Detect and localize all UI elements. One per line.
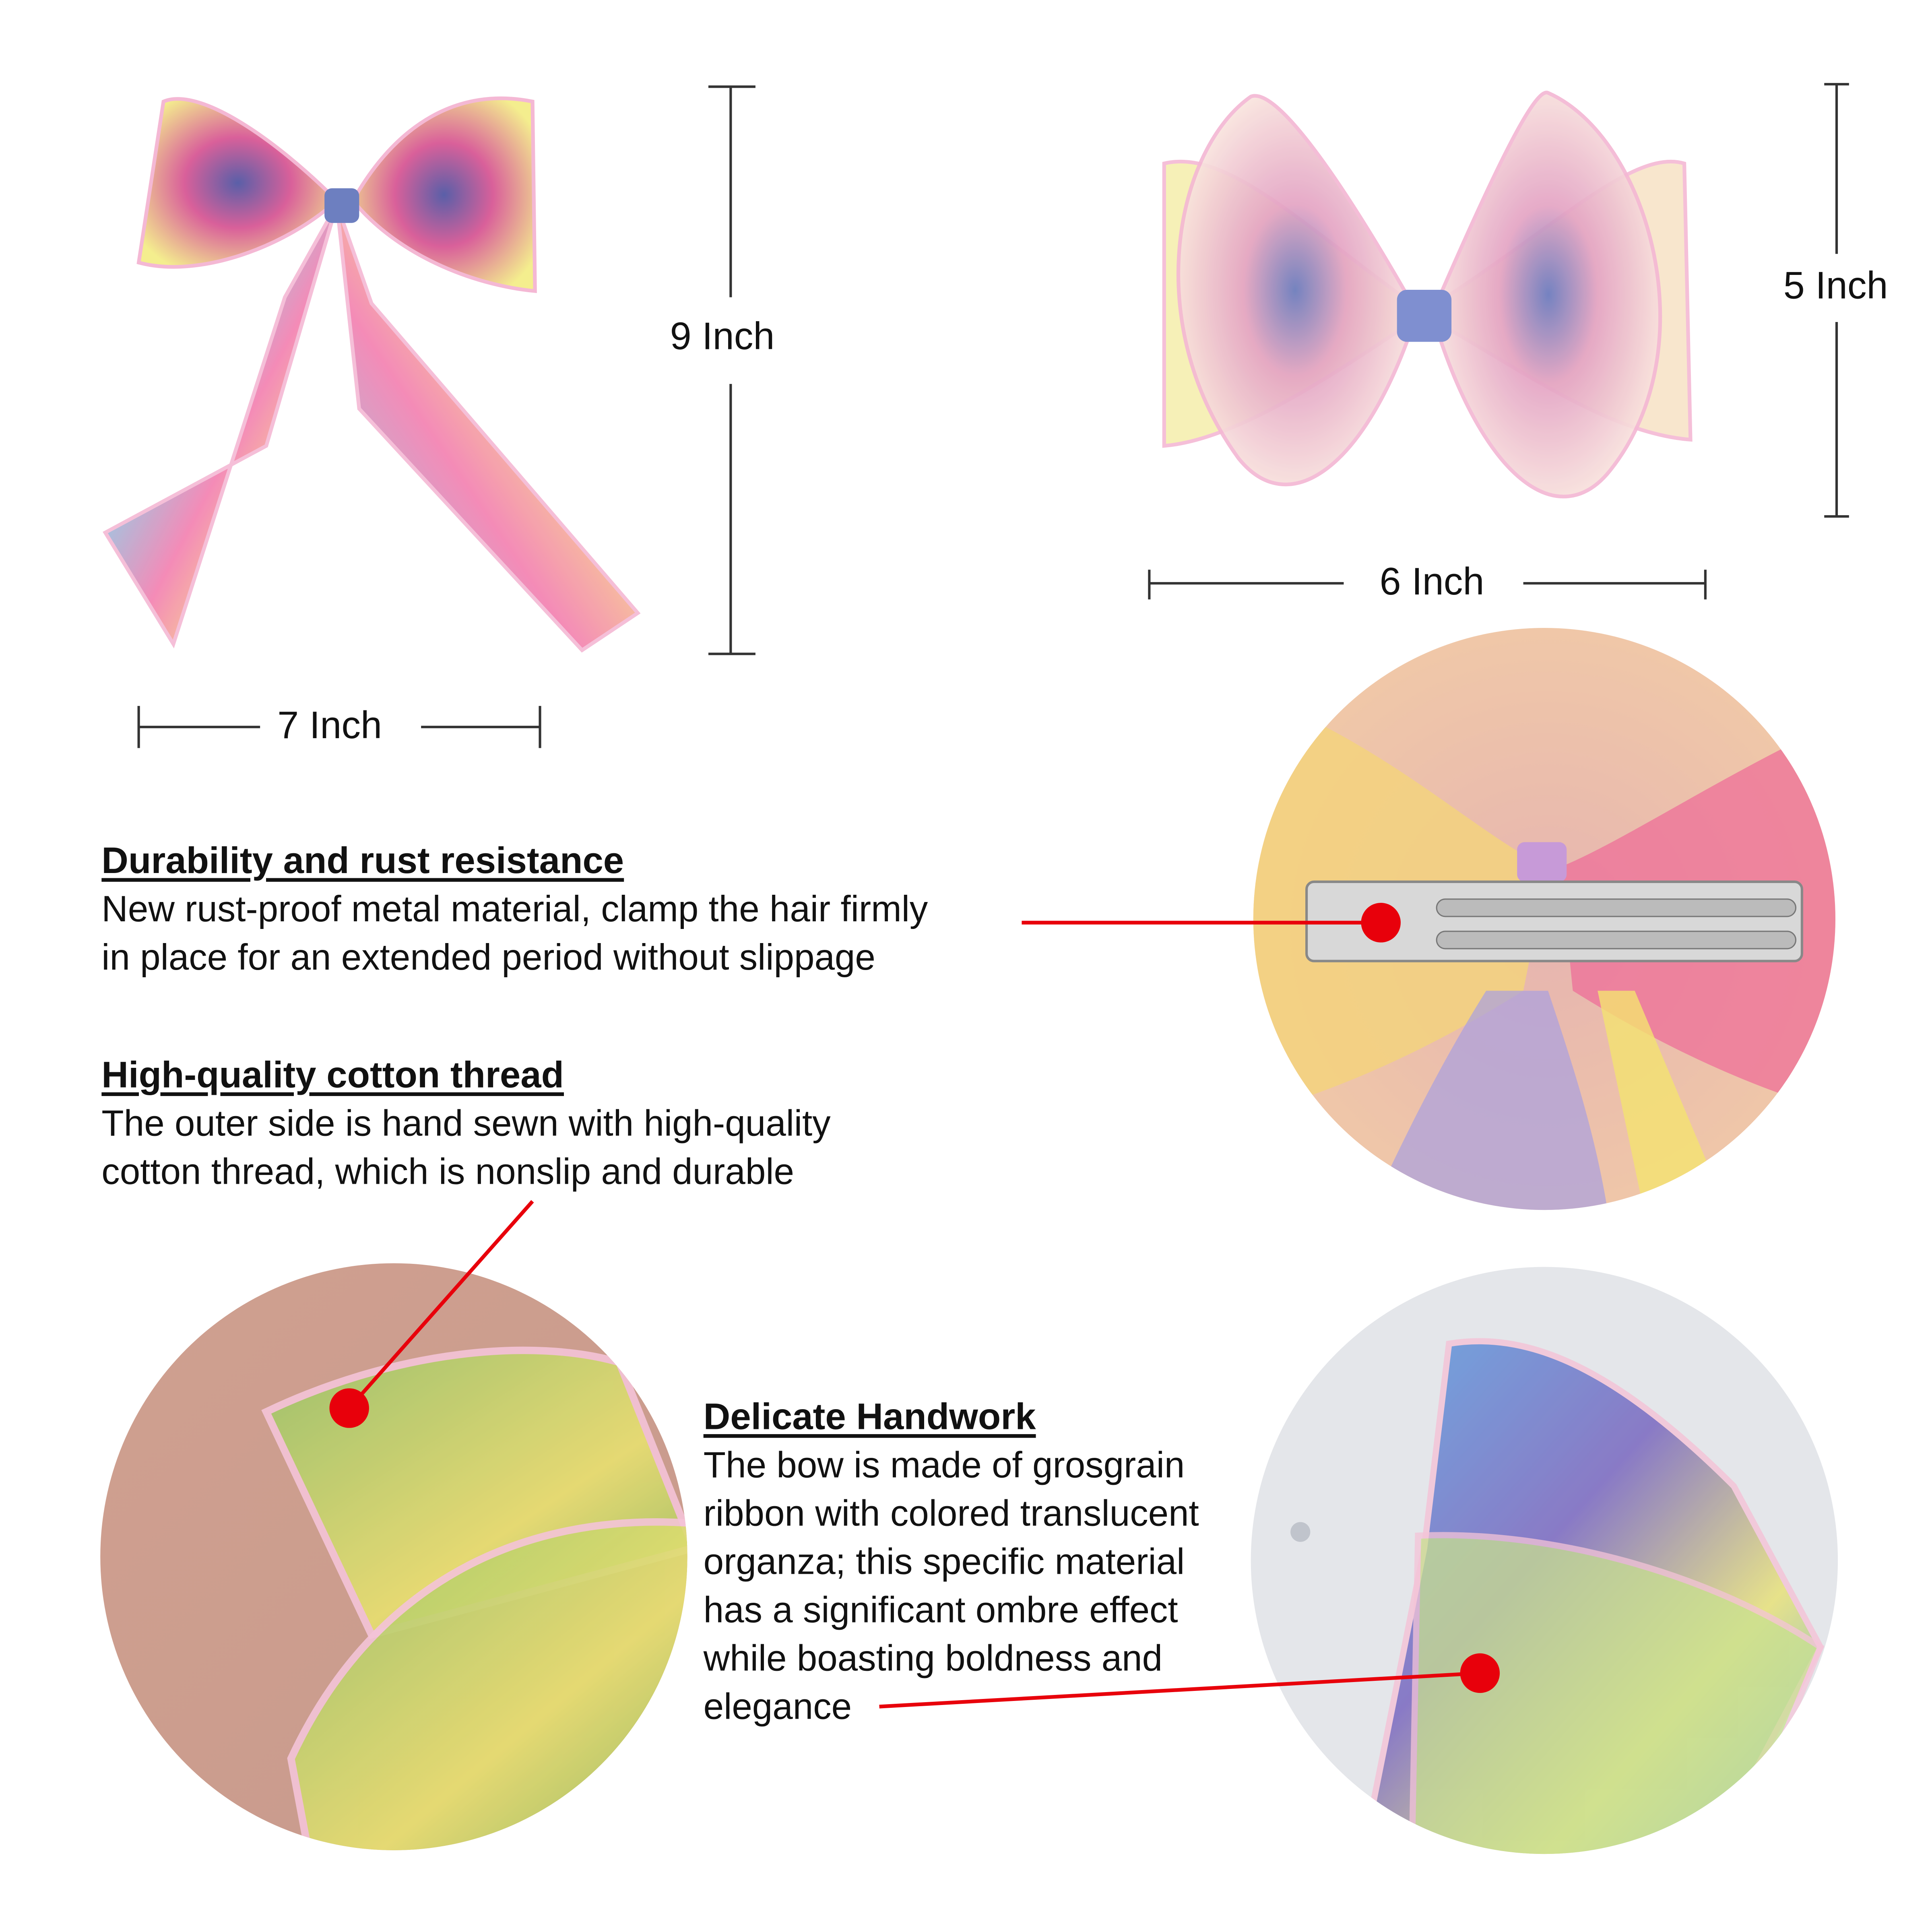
feature-line: ribbon with colored translucent xyxy=(703,1493,1199,1535)
cotton-thread-closeup xyxy=(100,1263,687,1850)
feature-line: has a significant ombre effect xyxy=(703,1590,1178,1631)
handwork-closeup xyxy=(1251,1267,1838,1854)
feature-line: while boasting boldness and xyxy=(703,1638,1163,1680)
height-dimension-9in xyxy=(708,85,755,655)
width-dimension-7in xyxy=(137,706,541,748)
feature-line: elegance xyxy=(703,1686,852,1728)
width-dimension-6in xyxy=(1148,570,1707,600)
feature-cotton-thread: High-quality cotton thread The outer sid… xyxy=(101,1051,830,1196)
feature-line: in place for an extended period without … xyxy=(101,937,875,978)
feature-title: Durability and rust resistance xyxy=(101,841,624,882)
feature-line: The outer side is hand sewn with high-qu… xyxy=(101,1103,831,1145)
callout-thread xyxy=(329,1200,534,1428)
feature-handwork: Delicate Handwork The bow is made of gro… xyxy=(704,1393,1199,1732)
feature-title: High-quality cotton thread xyxy=(101,1055,564,1096)
metal-clip-closeup xyxy=(1253,627,1835,1210)
classic-bow-image xyxy=(1162,91,1693,499)
callout-clip xyxy=(1022,903,1401,943)
dimension-label-9in: 9 Inch xyxy=(663,314,782,359)
dimension-label-6in: 6 Inch xyxy=(1372,559,1492,605)
callout-handwork xyxy=(879,1653,1500,1709)
dimension-label-7in: 7 Inch xyxy=(270,703,390,748)
feature-line: New rust-proof metal material, clamp the… xyxy=(101,889,928,930)
height-dimension-5in xyxy=(1824,83,1849,518)
feature-durability: Durability and rust resistance New rust-… xyxy=(101,837,928,982)
feature-line: organza; this specific material xyxy=(703,1542,1185,1583)
dimension-label-5in: 5 Inch xyxy=(1776,264,1896,309)
feature-title: Delicate Handwork xyxy=(703,1397,1036,1438)
feature-line: cotton thread, which is nonslip and dura… xyxy=(101,1152,794,1193)
feature-line: The bow is made of grosgrain xyxy=(703,1445,1185,1486)
long-tail-bow-image xyxy=(103,96,641,653)
